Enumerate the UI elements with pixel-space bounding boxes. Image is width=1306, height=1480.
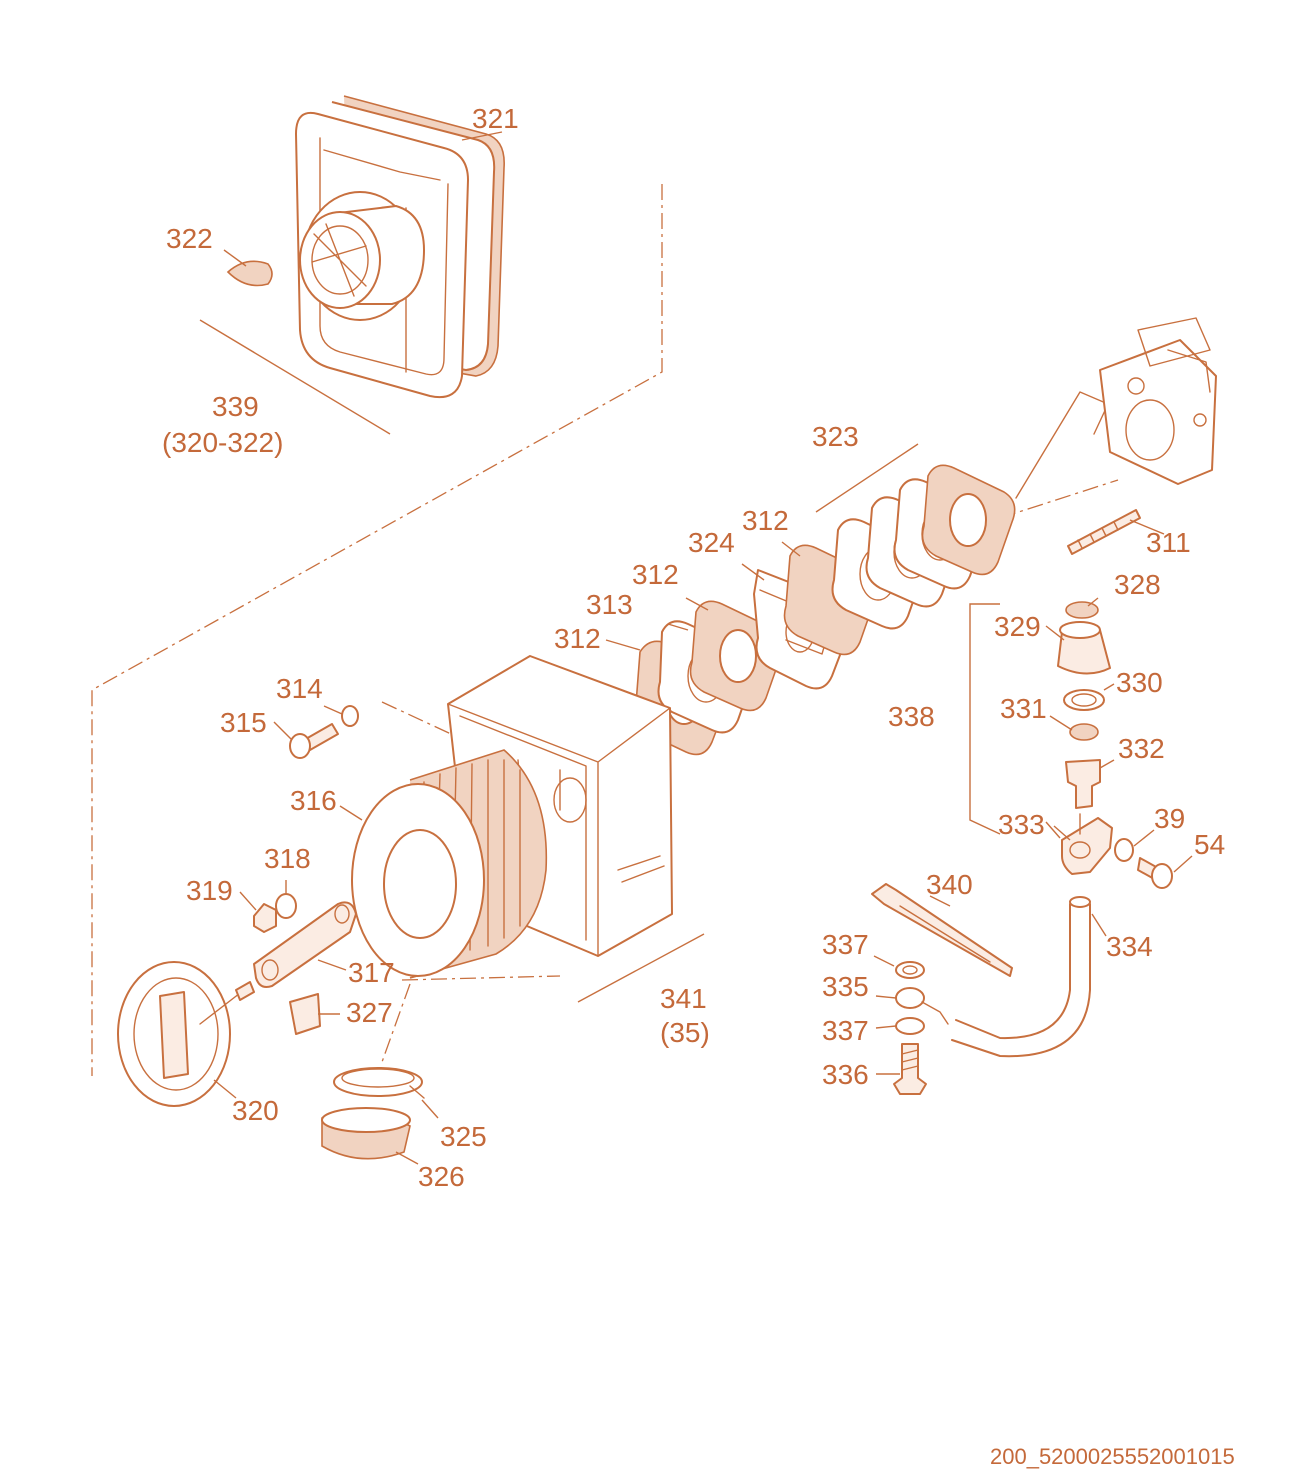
label-39: 39	[1154, 803, 1185, 834]
bracket-323	[815, 443, 919, 513]
label-328: 328	[1114, 569, 1161, 600]
label-325: 325	[440, 1121, 487, 1152]
label-326: 326	[418, 1161, 465, 1192]
label-320: 320	[232, 1095, 279, 1126]
screw-315-washer-314	[289, 705, 359, 759]
clip-327	[289, 993, 321, 1035]
label-316: 316	[290, 785, 337, 816]
washer-39-screw-54	[1114, 838, 1173, 889]
washer-318-nut-319	[253, 893, 297, 933]
label-341: 341	[660, 983, 707, 1014]
cable-tie-340	[871, 883, 1013, 977]
label-323: 323	[812, 421, 859, 452]
label-317: 317	[348, 957, 395, 988]
label-315: 315	[220, 707, 267, 738]
label-329: 329	[994, 611, 1041, 642]
label-319: 319	[186, 875, 233, 906]
label-321: 321	[472, 103, 519, 134]
hose-334	[951, 896, 1091, 1058]
air-intake-housing-321	[295, 95, 505, 398]
label-340: 340	[926, 869, 973, 900]
sleeve-326	[321, 1107, 411, 1160]
engine-flange	[1015, 317, 1217, 499]
label-311: 311	[1146, 527, 1191, 558]
bracket-339	[199, 319, 391, 435]
label-313: 313	[586, 589, 633, 620]
label-330: 330	[1116, 667, 1163, 698]
label-338: 338	[888, 701, 935, 732]
assembly-axis-lines	[91, 184, 1119, 1076]
label-341-ref: (35)	[660, 1017, 710, 1048]
bracket-341	[577, 933, 705, 1003]
valve-assembly-338	[1057, 601, 1113, 875]
flange-gasket-stack	[633, 464, 1016, 756]
banjo-fitting-335-337	[893, 961, 949, 1095]
plug-322	[226, 260, 273, 287]
cover-320	[117, 961, 255, 1107]
label-312-upper: 312	[742, 505, 789, 536]
label-331: 331	[1000, 693, 1047, 724]
label-324: 324	[688, 527, 735, 558]
label-54: 54	[1194, 829, 1225, 860]
label-336: 336	[822, 1059, 869, 1090]
part-labels: 321 322 339 (320-322) 323 311 312 324 31…	[162, 103, 1225, 1192]
bracket-317	[253, 901, 357, 988]
hose-clamp-325	[333, 1067, 425, 1099]
stud-311	[1067, 509, 1141, 555]
label-322: 322	[166, 223, 213, 254]
gasket-set-323	[831, 464, 1016, 630]
drawing-code: 200_5200025552001015	[990, 1444, 1235, 1469]
bracket-338	[969, 603, 1001, 835]
label-335: 335	[822, 971, 869, 1002]
label-327: 327	[346, 997, 393, 1028]
label-312-middle: 312	[632, 559, 679, 590]
label-312-lower: 312	[554, 623, 601, 654]
label-337-lower: 337	[822, 1015, 869, 1046]
label-314: 314	[276, 673, 323, 704]
label-334: 334	[1106, 931, 1153, 962]
label-339-range: (320-322)	[162, 427, 283, 458]
leader-lines	[213, 131, 1193, 1165]
label-333: 333	[998, 809, 1045, 840]
label-339: 339	[212, 391, 259, 422]
label-318: 318	[264, 843, 311, 874]
label-332: 332	[1118, 733, 1165, 764]
label-337-upper: 337	[822, 929, 869, 960]
filter-element-316	[351, 749, 548, 979]
